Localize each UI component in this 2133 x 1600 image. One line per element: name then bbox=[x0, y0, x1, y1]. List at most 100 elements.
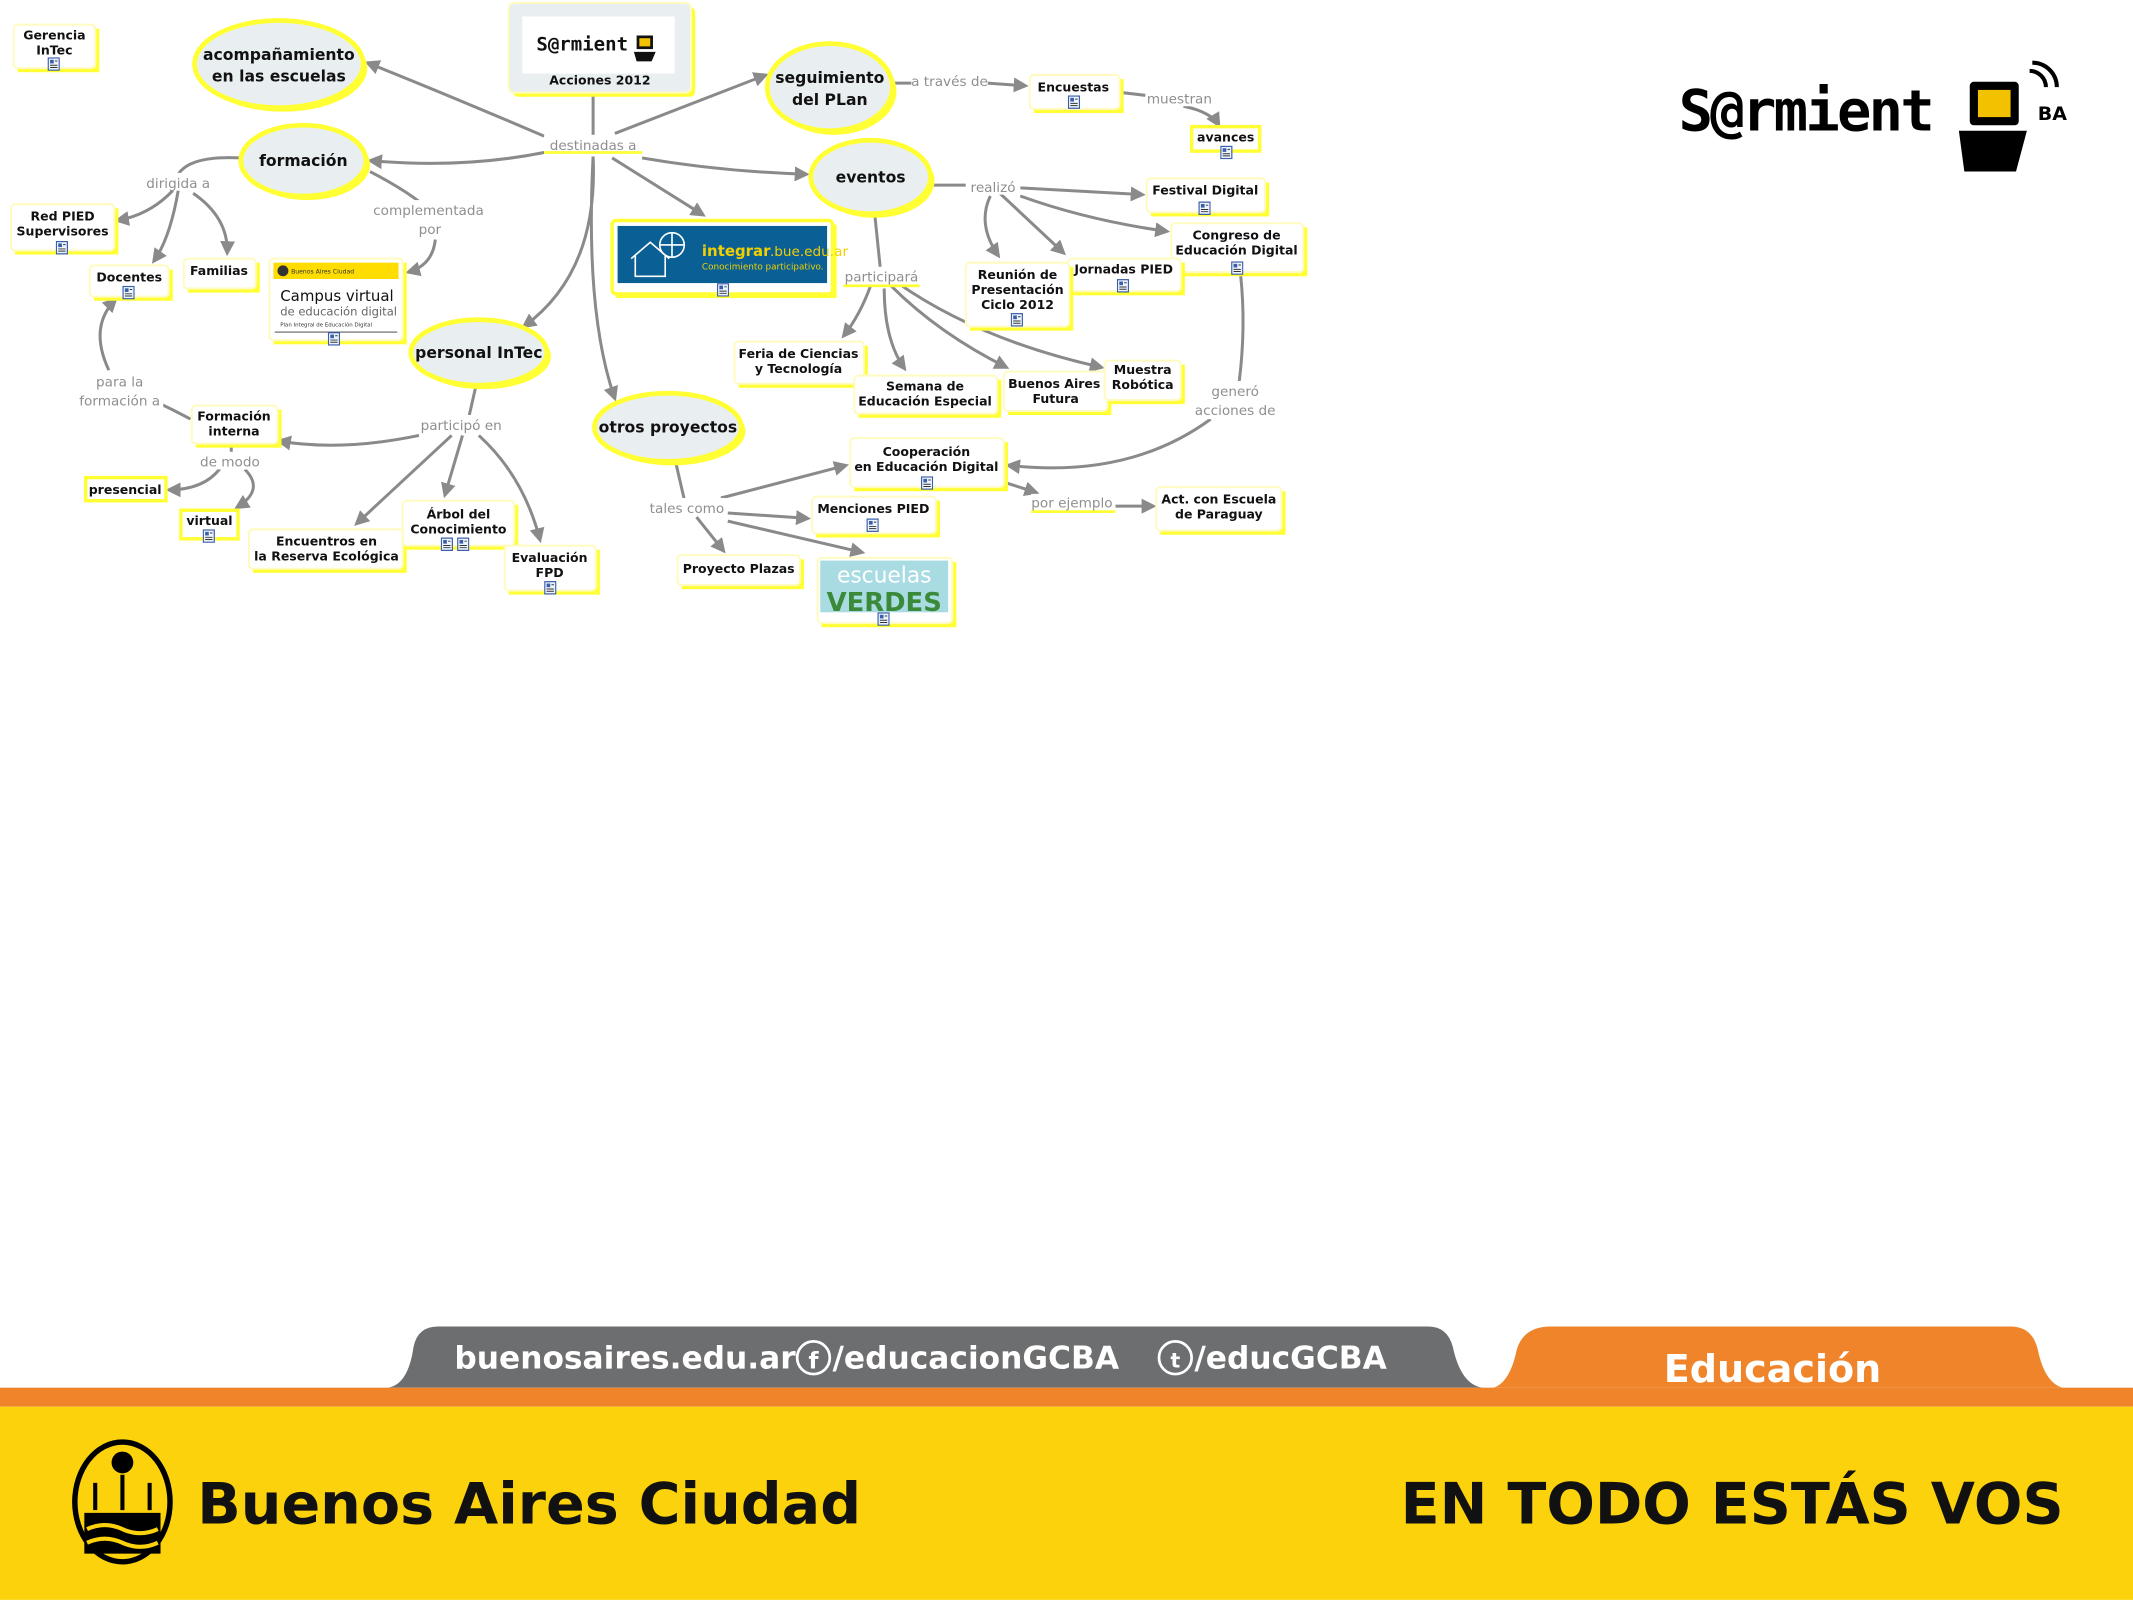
node-festival-digital[interactable]: Festival Digital bbox=[1145, 177, 1270, 217]
svg-text:Conocimiento: Conocimiento bbox=[410, 521, 507, 536]
node-menciones-pied[interactable]: Menciones PIED bbox=[811, 495, 940, 538]
twitter-icon[interactable]: t bbox=[1157, 1340, 1194, 1376]
twitter-link[interactable]: /educGCBA bbox=[1194, 1341, 1387, 1377]
svg-text:para la: para la bbox=[96, 374, 143, 390]
document-icon[interactable] bbox=[1198, 201, 1211, 215]
document-icon[interactable] bbox=[1116, 279, 1130, 293]
svg-text:Plan Integral de Educación Dig: Plan Integral de Educación Digital bbox=[280, 322, 372, 329]
svg-text:Reunión de: Reunión de bbox=[978, 267, 1057, 282]
hierarchy-icon[interactable] bbox=[47, 57, 60, 71]
svg-text:y Tecnología: y Tecnología bbox=[755, 361, 842, 376]
concept-otros-proyectos[interactable]: otros proyectos bbox=[592, 390, 746, 466]
link-label-a-traves[interactable]: a través de bbox=[911, 72, 988, 90]
link-label-dirigida[interactable]: dirigida a bbox=[144, 172, 213, 192]
concept-acompanamiento[interactable]: acompañamiento en las escuelas bbox=[192, 18, 368, 112]
node-escuelas-verdes-image[interactable]: escuelas VERDES bbox=[816, 556, 957, 628]
svg-text:avances: avances bbox=[1197, 130, 1254, 145]
node-jornadas-pied[interactable]: Jornadas PIED bbox=[1066, 257, 1185, 296]
root-node-acciones-2012[interactable]: S@rmient Acciones 2012 bbox=[507, 1, 696, 97]
website-link[interactable]: buenosaires.edu.ar bbox=[454, 1341, 796, 1377]
link-label-tales[interactable]: tales como bbox=[647, 498, 727, 517]
svg-text:acciones de: acciones de bbox=[1195, 403, 1276, 419]
svg-text:Robótica: Robótica bbox=[1112, 377, 1174, 392]
concept-formacion[interactable]: formación bbox=[238, 122, 371, 201]
svg-text:seguimiento: seguimiento bbox=[775, 68, 884, 87]
facebook-icon[interactable]: f bbox=[795, 1340, 832, 1376]
document-icon[interactable] bbox=[1231, 261, 1244, 275]
svg-text:muestran: muestran bbox=[1147, 92, 1212, 108]
house-globe-icon bbox=[630, 231, 686, 278]
document-icon[interactable] bbox=[1067, 95, 1081, 109]
svg-text:en las escuelas: en las escuelas bbox=[212, 67, 346, 86]
document-icon[interactable] bbox=[866, 518, 879, 532]
node-docentes[interactable]: Docentes bbox=[88, 264, 173, 301]
node-campus-virtual-image[interactable]: Buenos Aires Ciudad Campus virtual de ed… bbox=[268, 257, 407, 346]
svg-text:virtual: virtual bbox=[186, 513, 232, 528]
node-virtual[interactable]: virtual bbox=[179, 508, 240, 543]
svg-text:a través de: a través de bbox=[911, 74, 988, 90]
svg-text:FPD: FPD bbox=[536, 565, 564, 580]
document-icon[interactable] bbox=[202, 529, 215, 543]
laptop-icon bbox=[1958, 60, 2059, 172]
node-familias[interactable]: Familias bbox=[182, 257, 260, 293]
svg-text:de Paraguay: de Paraguay bbox=[1175, 506, 1263, 521]
link-label-muestran[interactable]: muestran bbox=[1145, 88, 1214, 108]
link-label-participo[interactable]: participó en bbox=[418, 415, 504, 434]
svg-text:Buenos Aires Ciudad: Buenos Aires Ciudad bbox=[291, 269, 354, 276]
svg-text:InTec: InTec bbox=[36, 43, 72, 58]
link-label-de-modo[interactable]: de modo bbox=[198, 451, 262, 471]
social-tab bbox=[387, 1326, 1483, 1388]
document-icon[interactable] bbox=[1010, 313, 1023, 327]
svg-text:.bue.edu.ar: .bue.edu.ar bbox=[770, 244, 849, 260]
svg-text:acompañamiento: acompañamiento bbox=[203, 45, 355, 64]
concept-eventos[interactable]: eventos bbox=[808, 137, 935, 218]
node-integrar-image[interactable]: integrar .bue.edu.ar Conocimiento partic… bbox=[610, 218, 849, 299]
document-icon[interactable] bbox=[877, 612, 890, 626]
link-label-participara[interactable]: participará bbox=[843, 268, 920, 288]
link-label-realizo[interactable]: realizó bbox=[965, 176, 1021, 196]
svg-text:Conocimiento participativo.: Conocimiento participativo. bbox=[702, 262, 824, 272]
svg-text:por ejemplo: por ejemplo bbox=[1031, 496, 1112, 512]
link-label-destinadas[interactable]: destinadas a bbox=[544, 134, 643, 154]
document-icon[interactable] bbox=[55, 240, 69, 255]
link-label-por-ejemplo[interactable]: por ejemplo bbox=[1031, 493, 1116, 513]
concept-personal-intec[interactable]: personal InTec bbox=[408, 317, 551, 390]
node-presencial[interactable]: presencial bbox=[84, 475, 168, 503]
facebook-link[interactable]: /educacionGCBA bbox=[833, 1341, 1120, 1377]
node-encuestas[interactable]: Encuestas bbox=[1028, 73, 1124, 114]
svg-text:Evaluación: Evaluación bbox=[512, 550, 588, 565]
node-avances[interactable]: avances bbox=[1189, 124, 1262, 160]
node-proyecto-plazas[interactable]: Proyecto Plazas bbox=[676, 554, 804, 590]
document-icon[interactable] bbox=[440, 537, 453, 551]
document-icon[interactable] bbox=[716, 283, 730, 297]
svg-text:complementada: complementada bbox=[373, 203, 484, 219]
document-icon[interactable] bbox=[1220, 145, 1233, 160]
svg-text:Futura: Futura bbox=[1032, 391, 1078, 406]
svg-text:Árbol del: Árbol del bbox=[427, 506, 491, 521]
document-icon[interactable] bbox=[544, 581, 557, 595]
document-icon[interactable] bbox=[122, 285, 135, 300]
link-icon[interactable] bbox=[457, 537, 470, 551]
document-icon[interactable] bbox=[327, 332, 341, 346]
document-icon[interactable] bbox=[920, 476, 934, 490]
svg-text:BA: BA bbox=[2038, 103, 2068, 125]
